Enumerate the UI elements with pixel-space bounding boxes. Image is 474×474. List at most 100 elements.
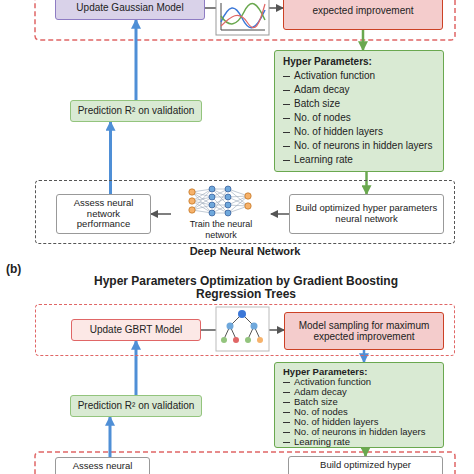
list-item-text: Learning rate <box>294 154 353 165</box>
box-label: Update GBRT Model <box>90 324 182 336</box>
box-label: Train the neural network <box>173 219 269 240</box>
flow-arrow <box>363 350 366 362</box>
network-node <box>225 194 231 200</box>
network-group: Deep Neural NetworkAssess neural network… <box>35 180 455 244</box>
bullet-dash <box>283 422 290 423</box>
box-label: Assess neural <box>73 461 133 472</box>
tree-node <box>227 323 234 330</box>
network-node <box>209 194 215 200</box>
dashed-frame <box>35 452 455 474</box>
list-item-text: Activation function <box>294 376 371 387</box>
list-item: Learning rate <box>283 153 435 167</box>
prediction-box: Prediction R² on validation <box>70 395 202 417</box>
process-box: Assess neural <box>55 457 150 474</box>
bullet-dash <box>283 402 290 403</box>
bullet-dash <box>283 132 290 133</box>
dashed-frame <box>35 0 455 40</box>
flow-arrow <box>109 122 112 194</box>
bullet-dash <box>283 392 290 393</box>
neural-network-illustration <box>170 184 270 218</box>
list-item: Activation function <box>283 69 435 83</box>
plot-curve <box>221 4 265 28</box>
list-item-text: No. of nodes <box>294 112 351 123</box>
plot-curve <box>221 4 265 24</box>
flow-arrow <box>362 30 365 50</box>
list-heading: Hyper Parameters: <box>283 55 435 69</box>
box-label: expected improvement <box>312 5 413 17</box>
list-item-text: Batch size <box>294 396 338 407</box>
bullet-dash <box>283 118 290 119</box>
box-label: Build optimized hyper <box>320 460 411 471</box>
flow-arrow <box>365 172 368 194</box>
list-item-text: No. of hidden layers <box>294 126 383 137</box>
list-item-text: No. of hidden layers <box>294 416 379 427</box>
box-label: Update Gaussian Model <box>76 2 183 14</box>
list-item-text: No. of neurons in hidden layers <box>294 426 426 437</box>
tree-leaf <box>257 337 263 343</box>
flow-arrow <box>151 213 171 215</box>
process-box: Build optimized hyper parameters neural … <box>289 194 444 234</box>
list-item-text: No. of nodes <box>294 406 348 417</box>
list-item: Adam decay <box>283 83 435 97</box>
list-item: No. of hidden layers <box>283 125 435 139</box>
box-label: Prediction R² on validation <box>78 105 195 117</box>
network-node <box>209 186 215 192</box>
network-node <box>225 202 231 208</box>
box-label: Build optimized hyper parameters neural … <box>294 203 439 225</box>
bullet-dash <box>283 412 290 413</box>
list-item: Batch size <box>283 97 435 111</box>
tree-node <box>251 323 258 330</box>
bullet-dash <box>283 160 290 161</box>
tree-leaf <box>221 337 227 343</box>
plot-axis <box>221 3 265 30</box>
network-node <box>189 198 195 204</box>
list-heading-text: Hyper Parameters: <box>283 366 368 377</box>
process-box: Assess neural network performance <box>56 194 151 234</box>
update-model-box: Update GBRT Model <box>71 319 201 341</box>
update-model-box: Update Gaussian Model <box>55 0 205 20</box>
network-node <box>209 202 215 208</box>
list-item: Batch size <box>283 397 435 407</box>
list-item-text: Activation function <box>294 70 375 81</box>
tree-node <box>238 310 246 318</box>
bullet-dash <box>283 432 290 433</box>
bullet-dash <box>283 442 290 443</box>
list-item-text: Adam decay <box>294 84 350 95</box>
process-box: Build optimized hyper <box>288 456 443 474</box>
list-heading: Hyper Parameters: <box>283 367 435 377</box>
list-item: Adam decay <box>283 387 435 397</box>
network-node <box>189 207 195 213</box>
list-item: No. of neurons in hidden layers <box>283 427 435 437</box>
network-node <box>245 203 251 209</box>
box-label: Model sampling for maximum expected impr… <box>289 320 439 343</box>
hyperparameter-box: Hyper Parameters: Activation functionAdam… <box>274 50 444 172</box>
list-heading-text: Hyper Parameters: <box>283 56 372 67</box>
flow-arrow <box>135 20 138 100</box>
list-item: Activation function <box>283 377 435 387</box>
tree-frame <box>216 307 269 351</box>
network-node <box>209 210 215 216</box>
bullet-dash <box>283 104 290 105</box>
list-item: Learning rate <box>283 437 435 447</box>
network-node <box>225 210 231 216</box>
group-heading: Deep Neural Network <box>36 245 454 257</box>
group-heading: Hyper Parameters Optimization by Gradien… <box>66 275 426 301</box>
panel-label: (b) <box>6 262 21 276</box>
sampling-box: Model sampling for maximum expected impr… <box>284 312 444 350</box>
network-node <box>225 186 231 192</box>
sampling-box: expected improvement <box>283 0 443 30</box>
list-item: No. of neurons in hidden layers <box>283 139 435 153</box>
list-item-text: Learning rate <box>294 436 350 447</box>
bullet-dash <box>283 382 290 383</box>
list-item: No. of nodes <box>283 407 435 417</box>
list-item-text: No. of neurons in hidden layers <box>294 140 432 151</box>
list-item: No. of nodes <box>283 111 435 125</box>
bullet-dash <box>283 76 290 77</box>
regression-tree-illustration <box>215 306 270 352</box>
tree-leaf <box>245 337 251 343</box>
bullet-dash <box>283 146 290 147</box>
prediction-box: Prediction R² on validation <box>70 100 202 122</box>
flow-arrow <box>271 213 289 215</box>
gaussian-plot-illustration <box>215 0 270 36</box>
